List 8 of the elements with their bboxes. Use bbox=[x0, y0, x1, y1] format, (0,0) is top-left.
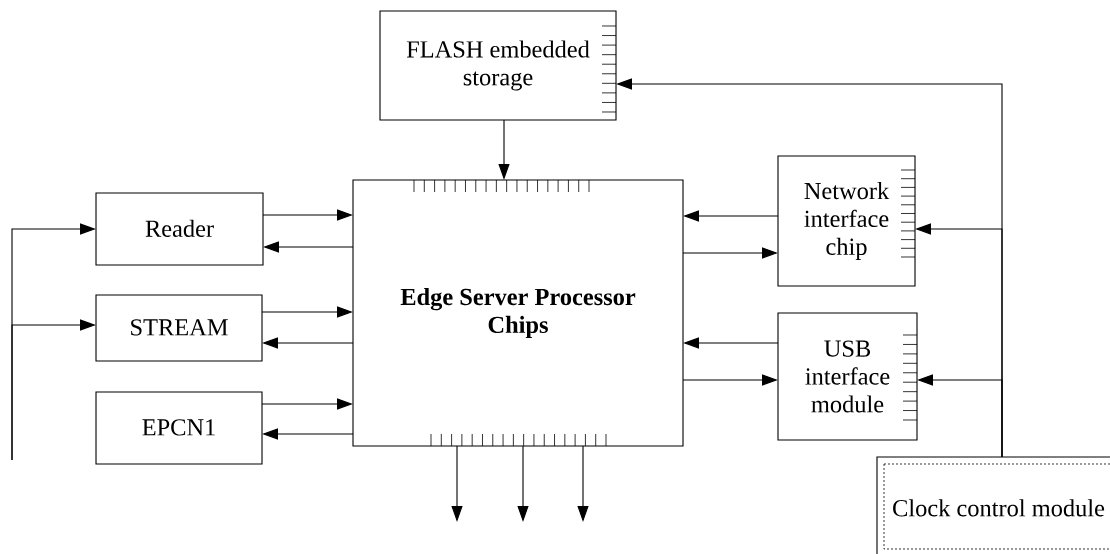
storage-chip-box: FLASH embedded storage bbox=[379, 10, 617, 121]
interface-module-box: USB interface module bbox=[777, 312, 918, 441]
reader-box: Reader bbox=[95, 192, 264, 266]
module-box: EPCN1 bbox=[95, 391, 263, 465]
clock-module-box: Clock control module bbox=[876, 456, 1110, 554]
processor-chip-box: Edge Server Processor Chips bbox=[352, 179, 684, 447]
module-box: STREAM bbox=[95, 294, 263, 362]
interface-chip-box: Network interface chip bbox=[777, 155, 916, 287]
